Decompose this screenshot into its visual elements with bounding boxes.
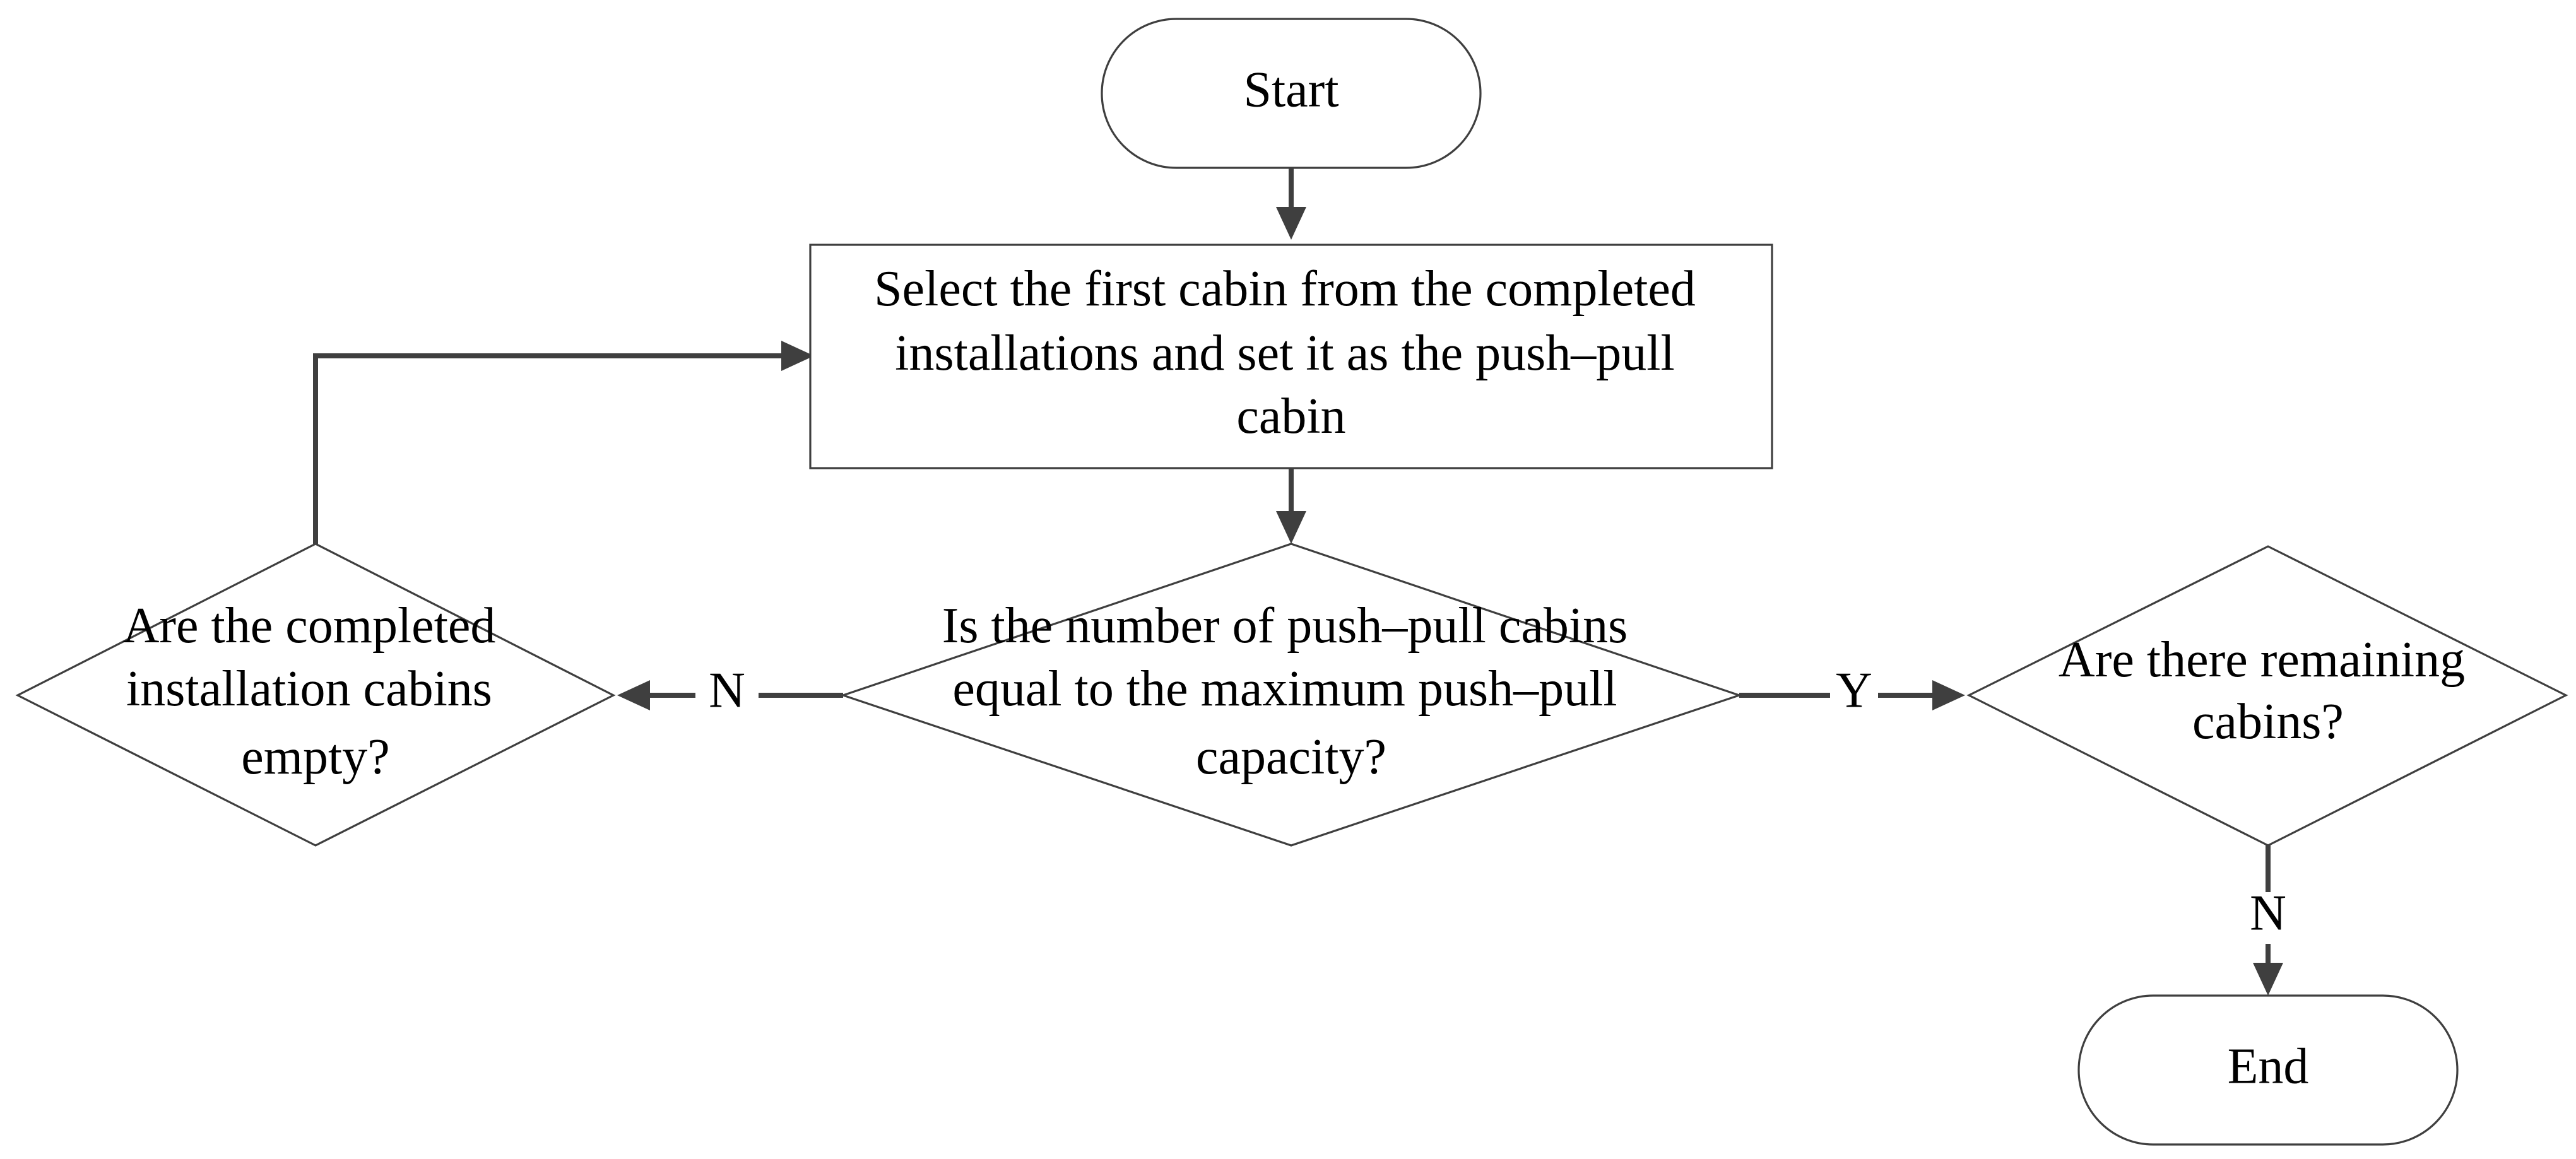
check-capacity-line-1: Is the number of push–pull cabins: [942, 598, 1628, 654]
check-remaining-line-1: Are there remaining: [2059, 632, 2465, 688]
check-capacity-line-2: equal to the maximum push–pull: [952, 661, 1617, 717]
end-label: End: [2228, 1038, 2309, 1094]
arrowhead-empty-loop-back: [781, 341, 814, 371]
check-capacity-line-3: capacity?: [1196, 729, 1386, 785]
check-empty-node: Are the completed installation cabins em…: [15, 543, 616, 847]
branch-label-capacity-yes: Y: [1836, 662, 1872, 718]
check-remaining-decision: [1966, 545, 2568, 847]
arrowhead-capacity-no: [617, 680, 650, 710]
arrowhead-remaining-no: [2253, 963, 2283, 996]
select-cabin-label: Select the first cabin from the complete…: [874, 261, 1708, 444]
select-cabin-line-2: installations and set it as the push–pul…: [895, 326, 1674, 381]
end-node: End: [2077, 994, 2459, 1146]
arrowhead-start-to-select: [1276, 207, 1306, 240]
check-empty-label: Are the completed installation cabins em…: [123, 598, 509, 785]
branch-label-capacity-no: N: [709, 662, 745, 718]
branch-label-remaining-no: N: [2250, 885, 2286, 941]
select-cabin-line-1: Select the first cabin from the complete…: [874, 261, 1696, 317]
check-empty-line-1: Are the completed: [123, 598, 496, 654]
check-remaining-label: Are there remaining cabins?: [2059, 632, 2478, 750]
check-capacity-label: Is the number of push–pull cabins equal …: [942, 598, 1640, 785]
check-capacity-node: Is the number of push–pull cabins equal …: [839, 543, 1743, 847]
select-cabin-node: Select the first cabin from the complete…: [809, 244, 1773, 469]
start-terminator: [1101, 18, 1482, 169]
connector-empty-loop-back: [313, 353, 781, 544]
select-cabin-line-3: cabin: [1236, 389, 1345, 444]
check-empty-line-2: installation cabins: [126, 661, 492, 717]
check-remaining-node: Are there remaining cabins?: [1966, 545, 2568, 847]
check-empty-line-3: empty?: [241, 729, 389, 785]
check-capacity-decision: [839, 543, 1743, 847]
connectors: [313, 167, 2283, 996]
end-terminator: [2077, 994, 2459, 1146]
check-remaining-line-2: cabins?: [2192, 694, 2344, 750]
start-node: Start: [1101, 18, 1482, 169]
check-empty-decision: [15, 543, 616, 847]
start-label: Start: [1243, 62, 1338, 117]
select-cabin-process: [809, 244, 1773, 469]
arrowhead-select-to-capacity: [1276, 511, 1306, 544]
arrowhead-capacity-yes: [1932, 680, 1965, 710]
